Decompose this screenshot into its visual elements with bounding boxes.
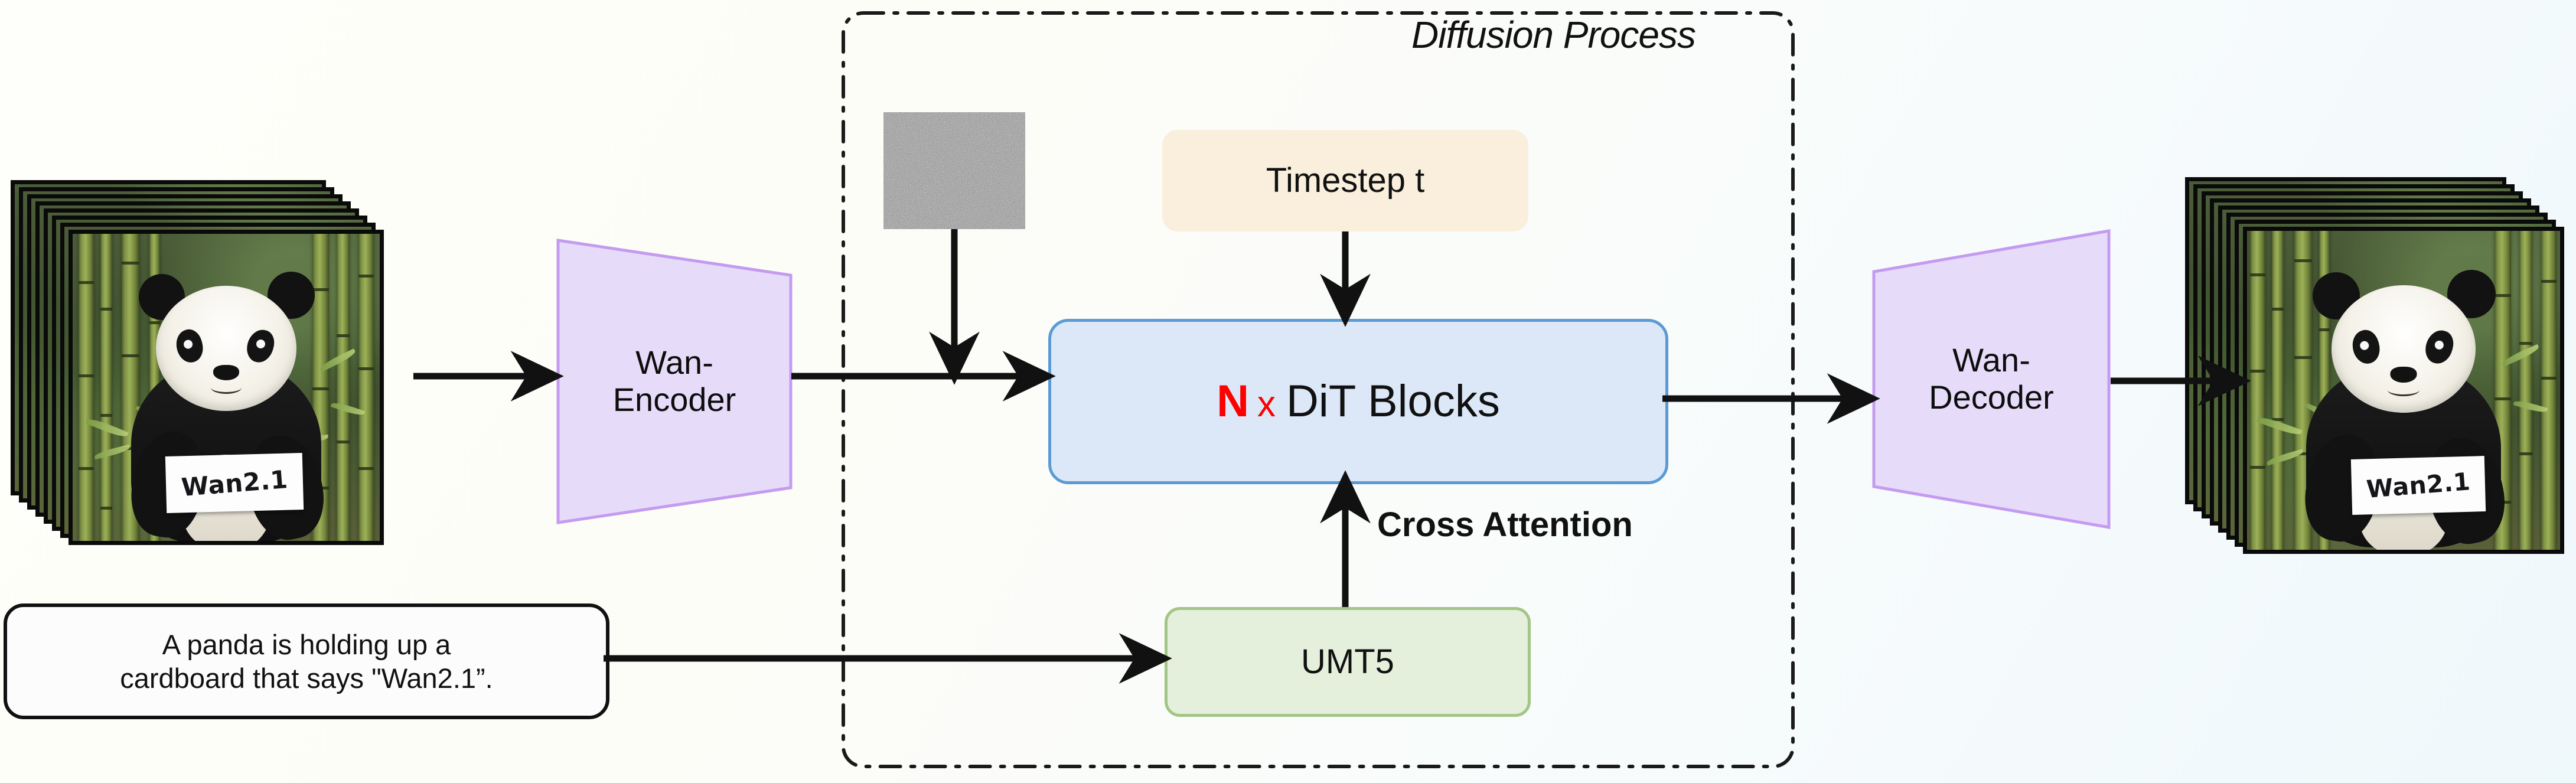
input-video-frame-stack: Wan2.1 <box>11 180 389 558</box>
decoder-label-line-1: Wan- <box>1952 341 2030 379</box>
timestep-box[interactable]: Timestep t <box>1162 130 1528 231</box>
umt5-box[interactable]: UMT5 <box>1165 607 1531 717</box>
wan-decoder-block[interactable]: Wan- Decoder <box>1872 229 2111 529</box>
output-video-frame-stack: Wan2.1 <box>2185 177 2575 567</box>
prompt-line-1: A panda is holding up a <box>162 628 451 660</box>
cardboard-sign: Wan2.1 <box>165 452 304 514</box>
dit-n-symbol: N <box>1217 376 1250 426</box>
wan-encoder-block[interactable]: Wan- Encoder <box>556 239 793 524</box>
decoder-label-line-2: Decoder <box>1929 379 2054 416</box>
encoder-shape <box>556 239 793 524</box>
dit-times-symbol: x <box>1257 383 1276 425</box>
umt5-label: UMT5 <box>1301 642 1394 681</box>
diffusion-process-border <box>842 11 1795 768</box>
cardboard-sign: Wan2.1 <box>2350 456 2486 515</box>
cross-attention-label: Cross Attention <box>1377 505 1633 544</box>
prompt-line-2: cardboard that says "Wan2.1”. <box>120 663 493 694</box>
gaussian-noise-patch <box>883 112 1025 229</box>
encoder-label-line-2: Encoder <box>612 381 736 418</box>
video-frame-front: Wan2.1 <box>2243 227 2564 554</box>
encoder-label-line-1: Wan- <box>635 344 713 381</box>
cardboard-sign-text: Wan2.1 <box>180 464 289 502</box>
dit-blocks-label: DiT Blocks <box>1286 376 1500 426</box>
timestep-label: Timestep t <box>1266 161 1425 200</box>
diffusion-process-title: Diffusion Process <box>1411 14 1696 56</box>
prompt-text-box[interactable]: A panda is holding up a cardboard that s… <box>4 603 609 719</box>
cardboard-sign-text: Wan2.1 <box>2365 467 2471 504</box>
video-frame-front: Wan2.1 <box>69 230 384 545</box>
